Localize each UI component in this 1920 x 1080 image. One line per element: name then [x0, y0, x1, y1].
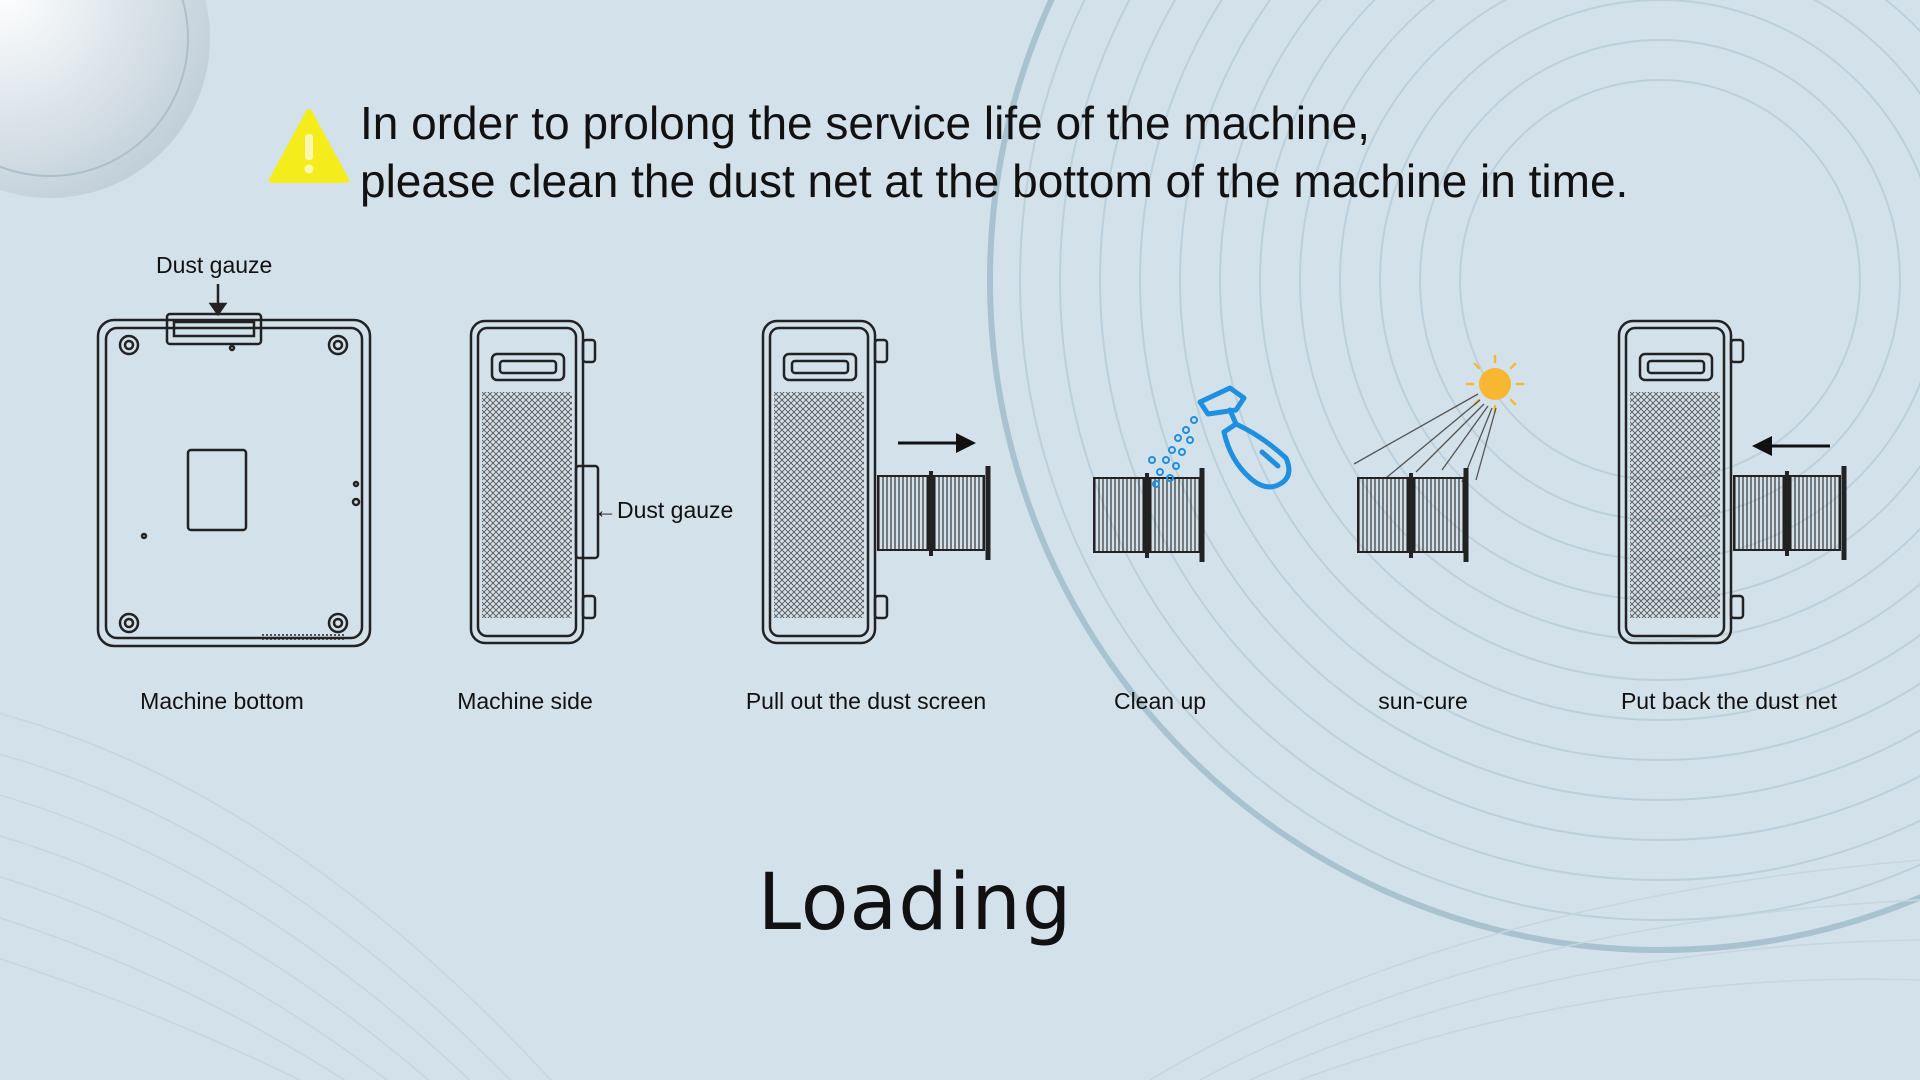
caption-put-back-dust-net: Put back the dust net [1620, 688, 1838, 714]
caption-sun-cure: sun-cure [1378, 688, 1468, 714]
put-back-dust-net-illustration [1617, 319, 1847, 645]
caption-pull-out-dust-screen: Pull out the dust screen [745, 688, 987, 714]
warning-line-2: please clean the dust net at the bottom … [360, 155, 1629, 207]
machine-side-illustration [469, 319, 600, 645]
machine-bottom-illustration [96, 284, 372, 648]
caption-machine-side: Machine side [457, 688, 593, 714]
clean-up-illustration [1093, 385, 1292, 562]
loading-status: Loading [757, 858, 1073, 948]
warning-triangle-icon [269, 109, 349, 183]
sun-cure-illustration [1353, 354, 1525, 562]
caption-clean-up: Clean up [1113, 688, 1207, 714]
warning-message: In order to prolong the service life of … [360, 94, 1860, 210]
warning-line-1: In order to prolong the service life of … [360, 97, 1371, 149]
callout-dust-gauze-bottom: Dust gauze [156, 252, 273, 278]
caption-machine-bottom: Machine bottom [140, 688, 304, 714]
sun-icon [1465, 354, 1525, 414]
pull-out-dust-screen-illustration [761, 319, 991, 645]
spray-bottle-icon [1197, 385, 1292, 490]
callout-dust-gauze-side: ←Dust gauze [594, 497, 734, 523]
